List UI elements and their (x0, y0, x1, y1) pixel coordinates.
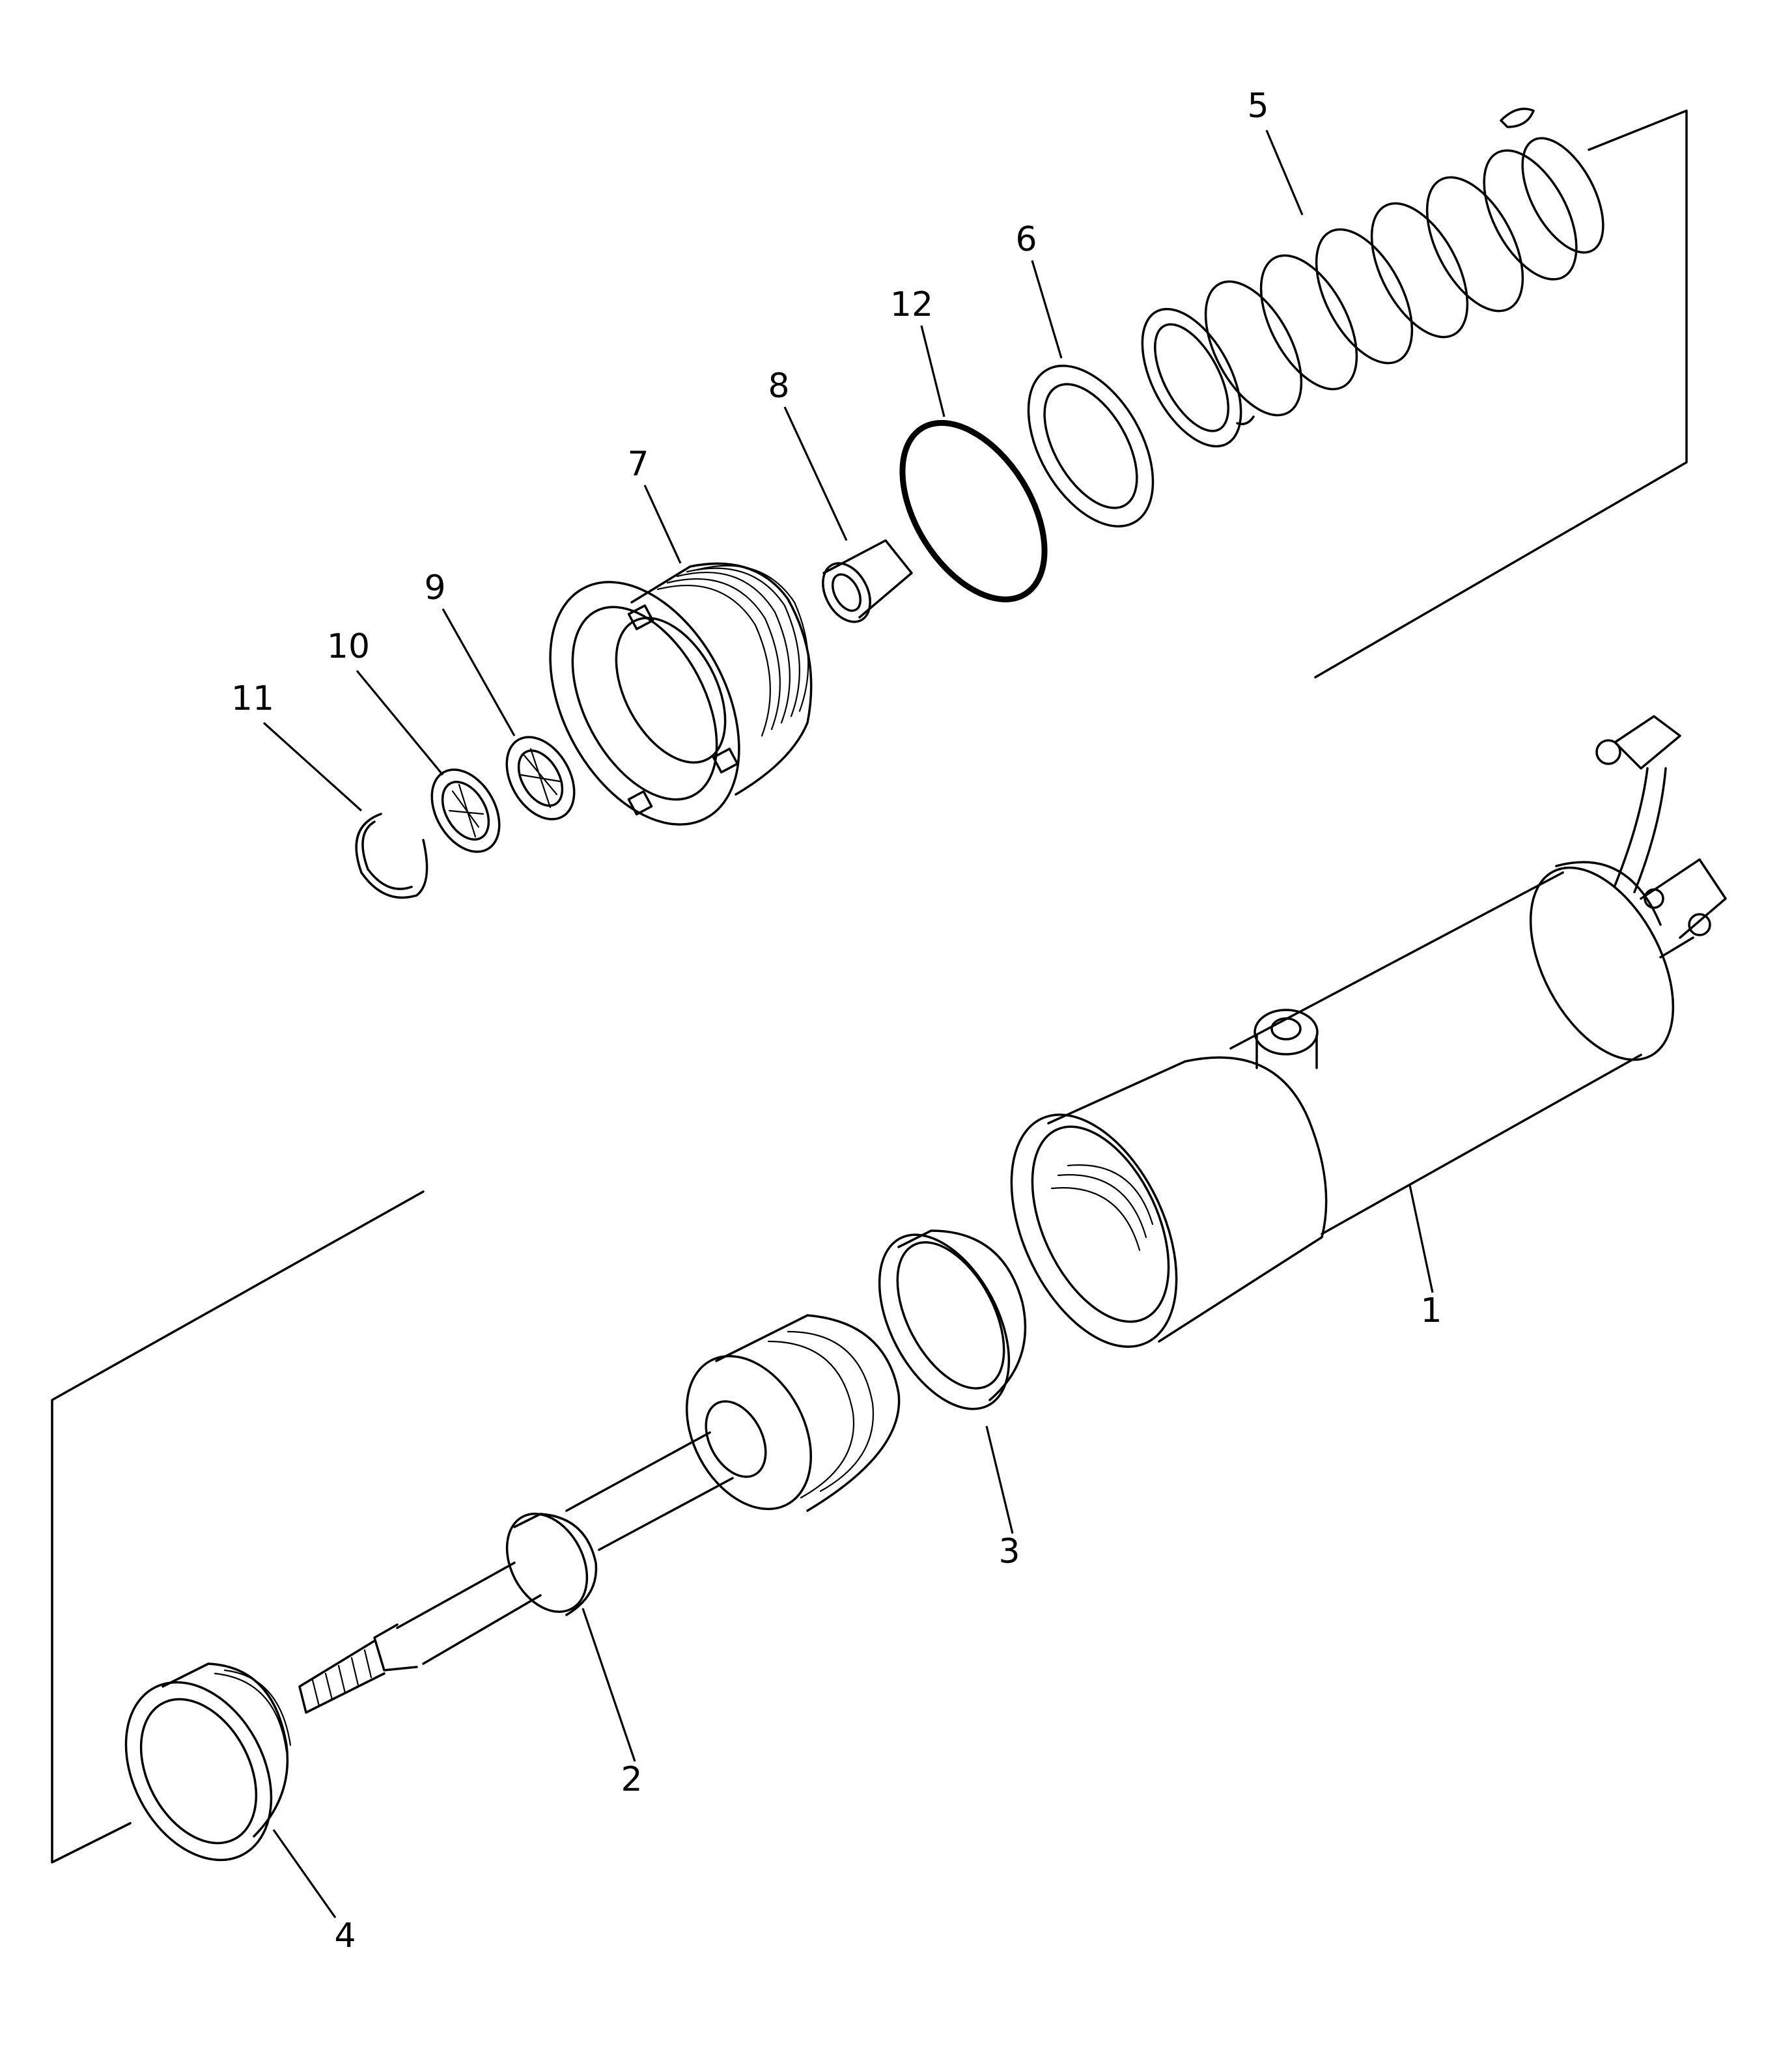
part-9-seal (505, 736, 576, 820)
callout-4: 4 (334, 1916, 356, 1955)
callout-8: 8 (768, 367, 789, 406)
callout-10: 10 (327, 627, 370, 666)
upper-group-bracket (1314, 109, 1688, 679)
part-8-bushing (822, 539, 913, 623)
callout-3: 3 (998, 1532, 1020, 1571)
callout-2: 2 (621, 1760, 642, 1799)
leader-lines (262, 130, 1434, 1918)
callout-labels: 1 2 3 4 5 6 7 8 9 10 11 12 (231, 87, 1442, 1955)
part-6-washer (1027, 365, 1155, 527)
part-2-piston-rod (298, 1314, 901, 1714)
part-4-end-cap (124, 1662, 292, 1862)
callout-12: 12 (890, 285, 933, 324)
part-1-cylinder (1010, 715, 1727, 1348)
callout-9: 9 (424, 568, 445, 608)
callout-1: 1 (1420, 1291, 1442, 1330)
part-11-snap-ring (355, 813, 428, 899)
part-5-spring (1141, 107, 1604, 448)
callout-7: 7 (627, 445, 649, 484)
callout-6: 6 (1015, 220, 1037, 259)
part-12-o-ring (899, 420, 1048, 602)
part-10-wiper-seal (430, 768, 501, 853)
lower-group-bracket (51, 1190, 425, 1864)
callout-11: 11 (231, 679, 274, 718)
part-3-guide-ring (878, 1229, 1027, 1410)
part-7-retainer-nut (549, 562, 813, 826)
callout-5: 5 (1247, 87, 1268, 126)
